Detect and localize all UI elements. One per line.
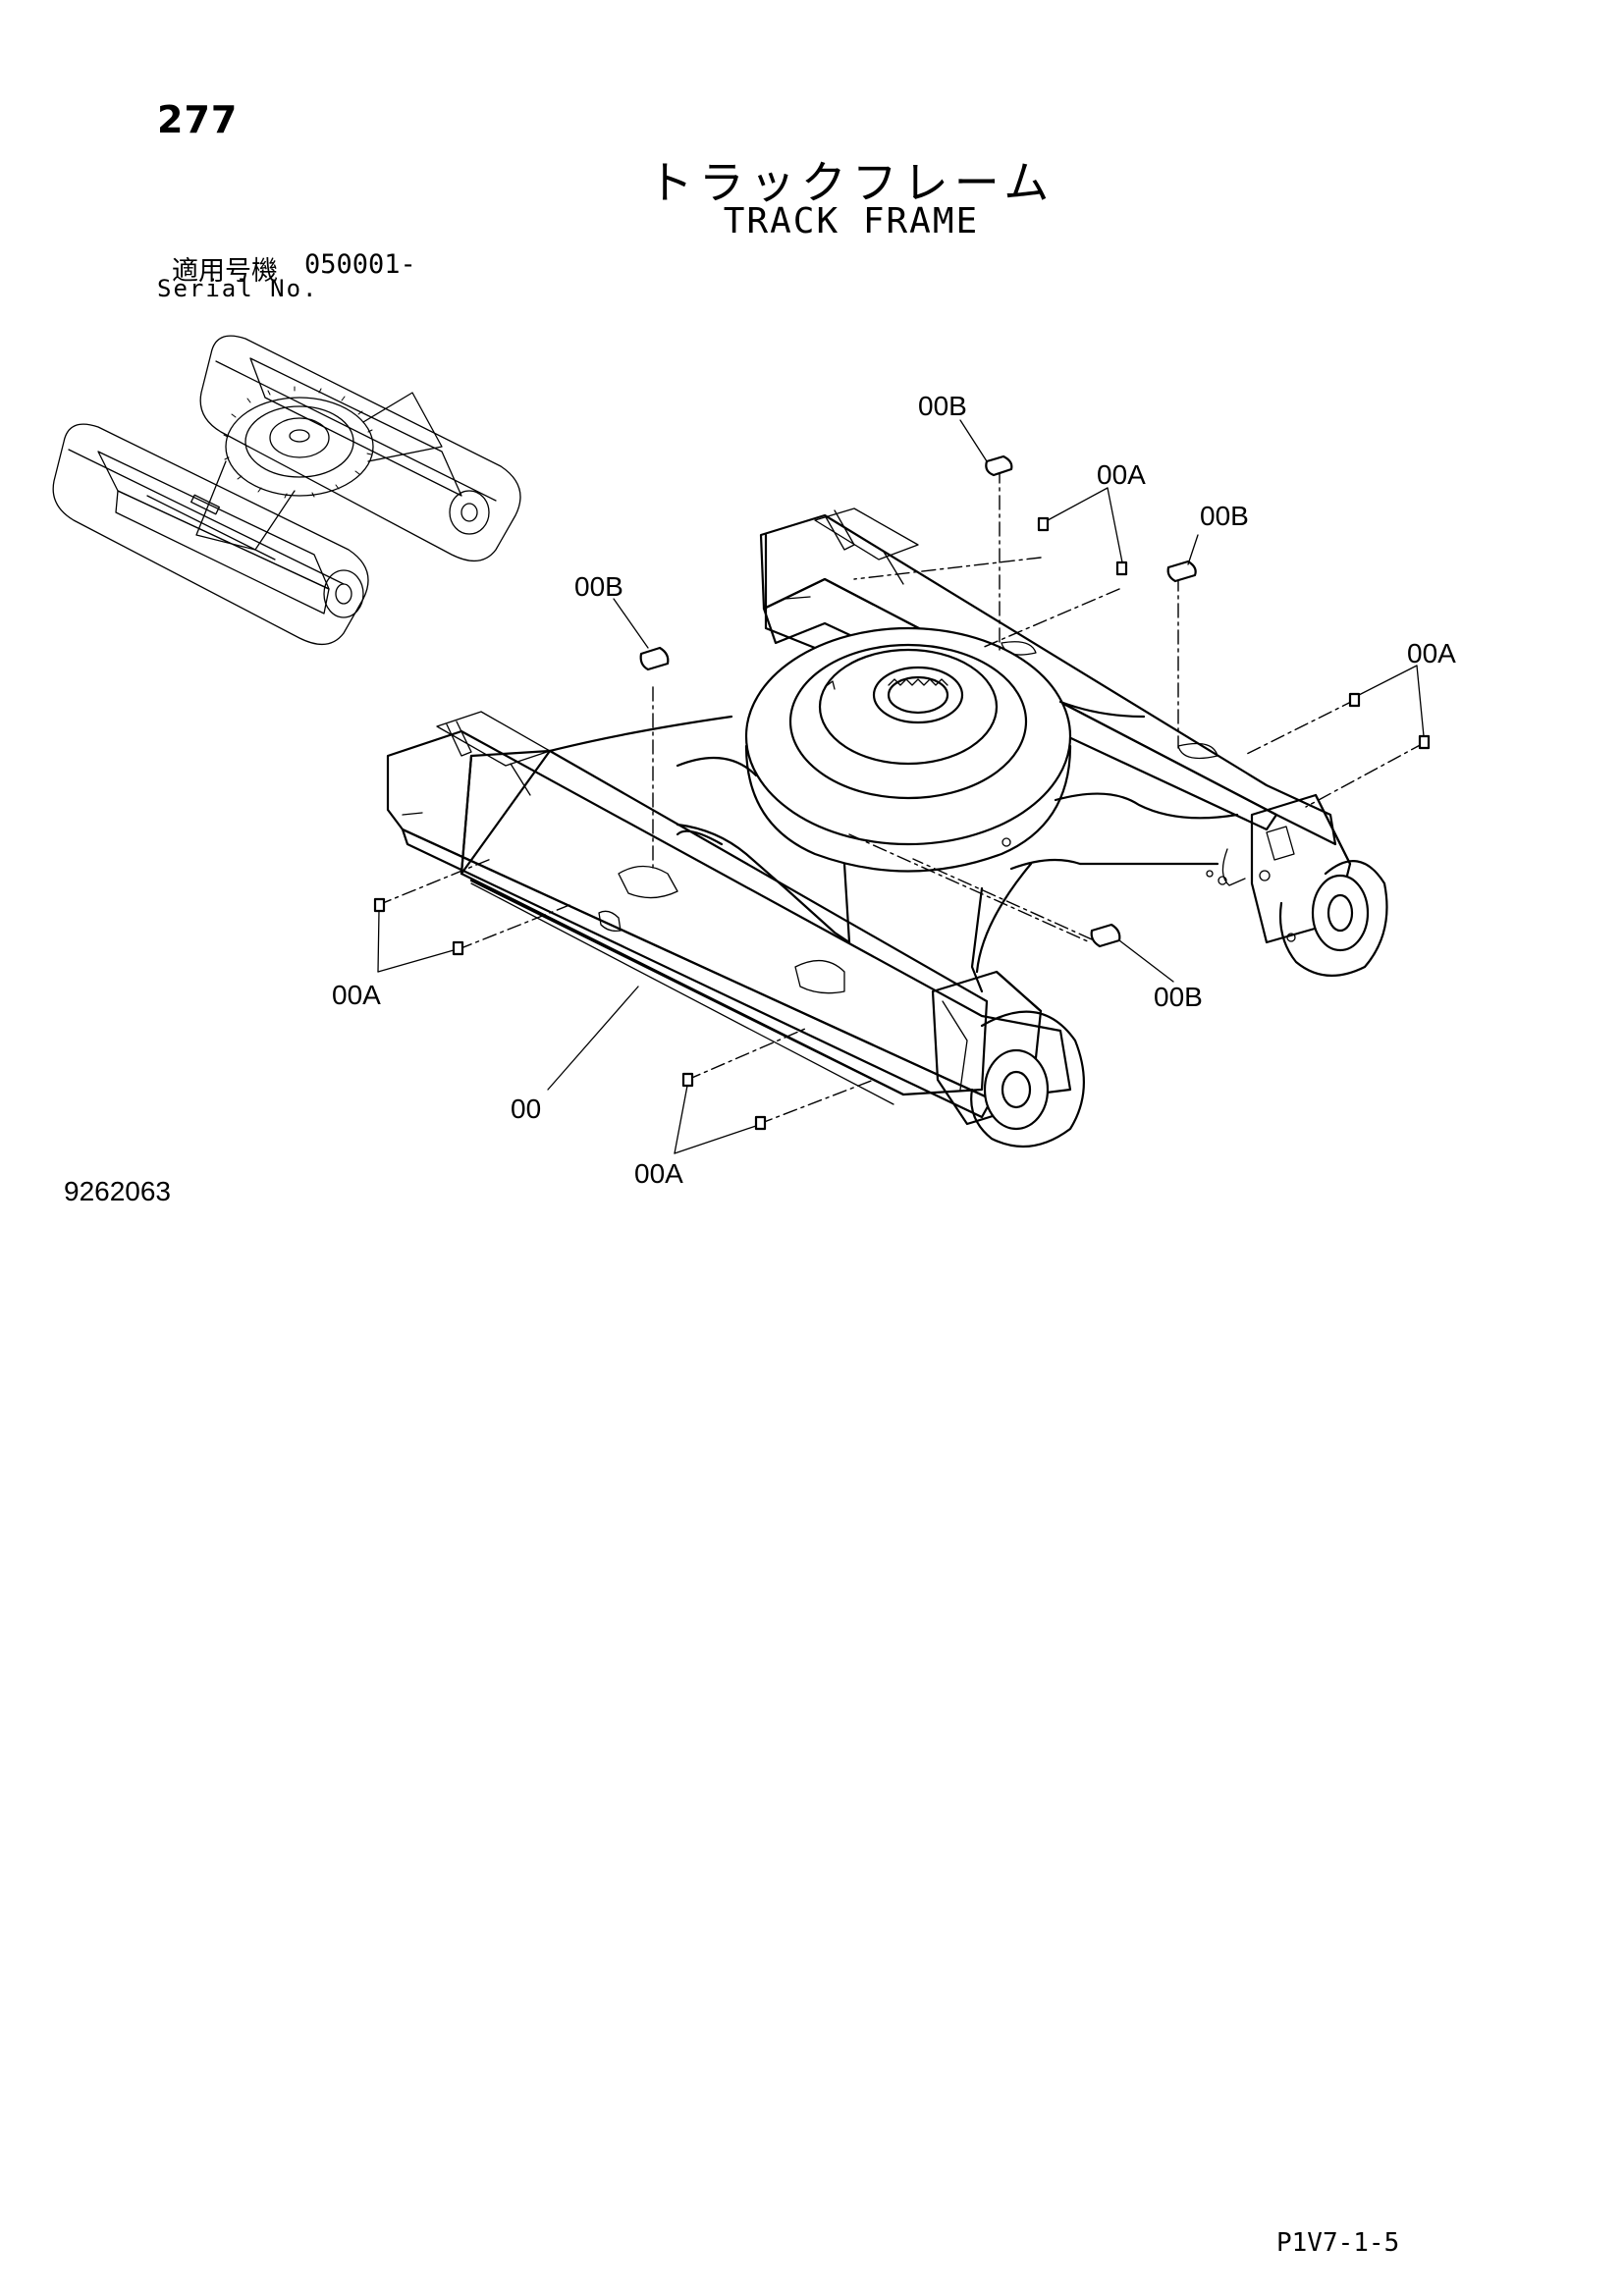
page-title-japanese: トラックフレーム xyxy=(647,156,1056,209)
callout-00a-bottom: 00A xyxy=(634,1158,683,1189)
callout-00b-top: 00B xyxy=(918,391,967,421)
page-code: P1V7-1-5 xyxy=(1276,2228,1400,2258)
serial-label-english: Serial No. xyxy=(157,275,319,302)
callout-00b-left: 00B xyxy=(574,571,623,602)
page-title-english: TRACK FRAME xyxy=(723,201,980,241)
serial-range: 050001- xyxy=(304,249,416,280)
overview-illustration xyxy=(52,335,521,645)
callout-00b-right-bottom: 00B xyxy=(1154,982,1203,1012)
drawing-number: 9262063 xyxy=(64,1176,172,1206)
callout-00b-right-top: 00B xyxy=(1200,501,1249,531)
serial-label-japanese: 適用号機 xyxy=(172,256,278,287)
callout-00a-right: 00A xyxy=(1407,638,1456,668)
track-frame-main xyxy=(373,419,1431,1154)
callout-00a-left: 00A xyxy=(332,980,381,1010)
callout-00-main: 00 xyxy=(511,1094,542,1124)
page-number: 277 xyxy=(157,98,239,141)
callout-00a-top: 00A xyxy=(1097,459,1146,490)
